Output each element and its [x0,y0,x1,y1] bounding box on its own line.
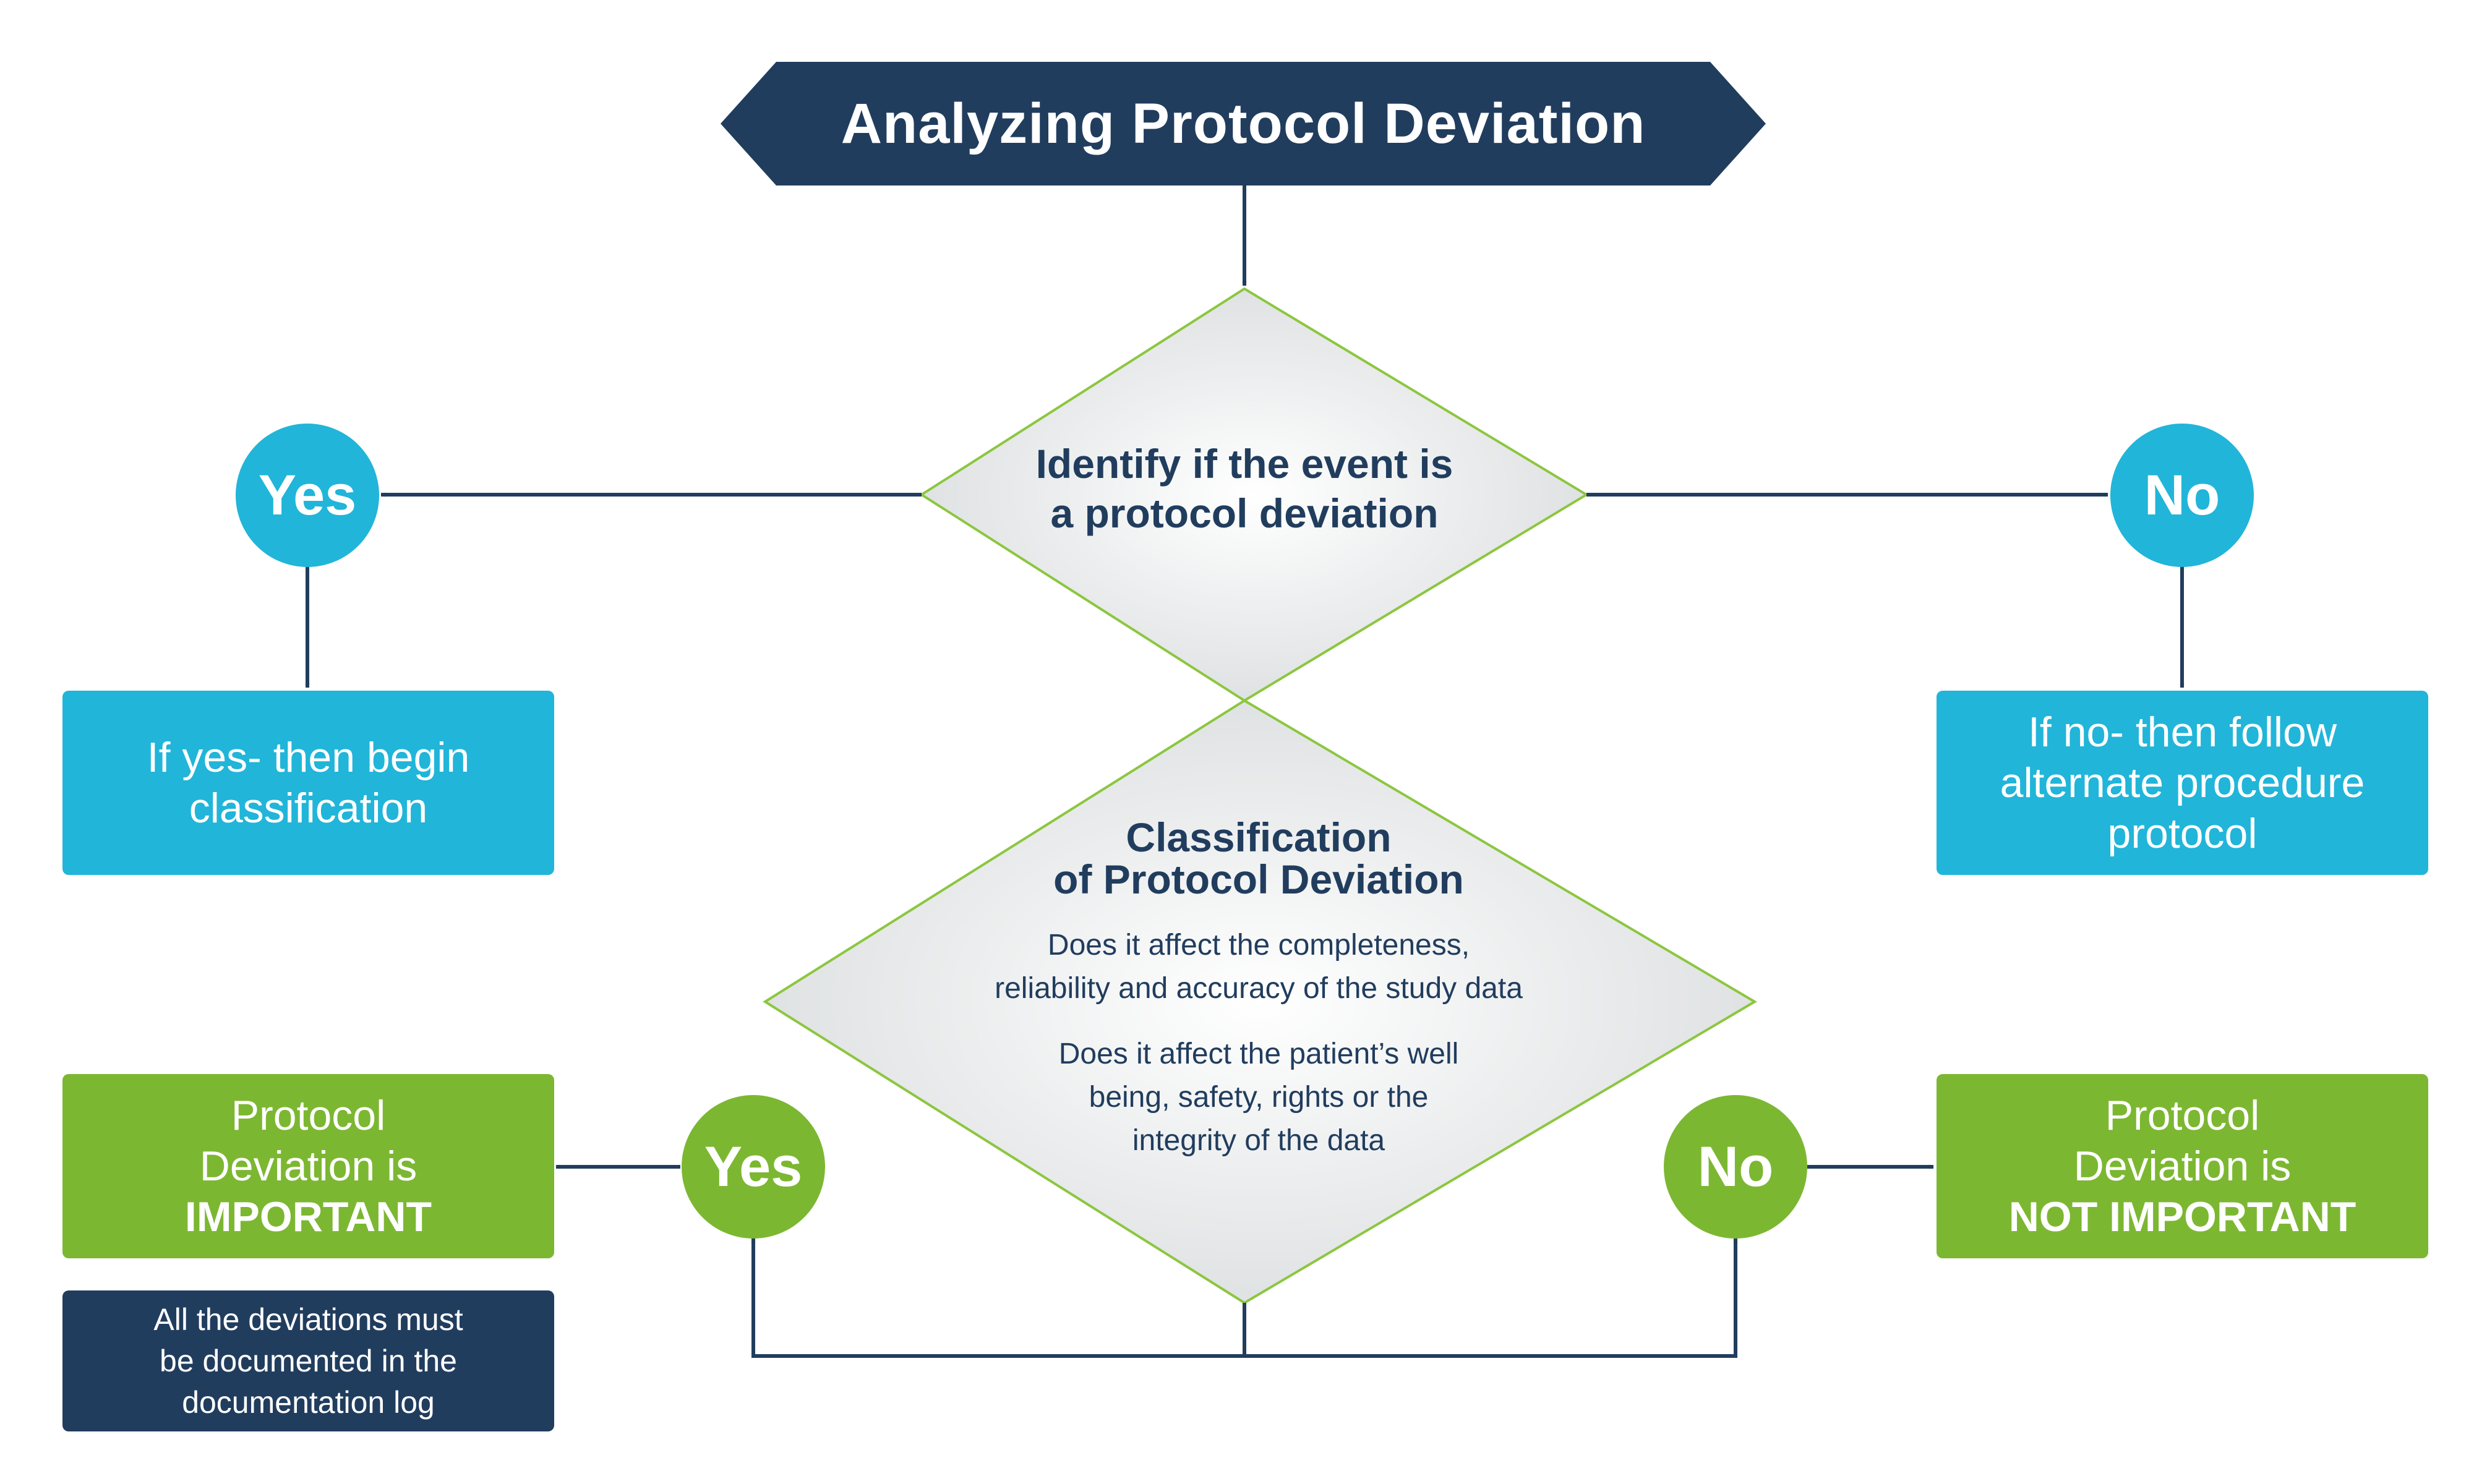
classification-question2-line1: Does it affect the patient’s well [1058,1038,1459,1070]
important-box: Protocol Deviation is IMPORTANT [62,1074,554,1258]
classification-title-line2: of Protocol Deviation [1053,856,1464,902]
begin-classification-line1: If yes- then begin [147,734,470,781]
not-important-line2: Deviation is [2073,1143,2292,1190]
alternate-procedure-box: If no- then follow alternate procedure p… [1937,691,2428,875]
yes-circle-top: Yes [236,424,379,567]
documentation-note-line3: documentation log [182,1384,435,1420]
title-banner [721,62,1766,186]
classification-question2-line2: being, safety, rights or the [1089,1081,1429,1114]
documentation-note-box: All the deviations must be documented in… [62,1290,554,1431]
alternate-procedure-line3: protocol [2107,810,2258,857]
decision-identify-line2: a protocol deviation [1050,490,1439,536]
documentation-note-line1: All the deviations must [153,1302,463,1337]
important-line1: Protocol [231,1092,386,1139]
yes-circle-bottom: Yes [682,1095,825,1239]
no-circle-top: No [2110,424,2254,567]
decision-identify-text: Identify if the event is a protocol devi… [965,433,1524,544]
page-title: Analyzing Protocol Deviation [841,92,1646,155]
not-important-line3: NOT IMPORTANT [2008,1193,2356,1240]
classification-title-line1: Classification [1126,814,1392,860]
alternate-procedure-line1: If no- then follow [2028,709,2337,756]
not-important-box: Protocol Deviation is NOT IMPORTANT [1937,1074,2428,1258]
important-line3: IMPORTANT [184,1193,432,1240]
classification-question1-line2: reliability and accuracy of the study da… [995,972,1523,1005]
important-line2: Deviation is [199,1143,417,1190]
decision-classification-text: Classification of Protocol Deviation Doe… [928,816,1590,1169]
classification-question1-line1: Does it affect the completeness, [1047,929,1470,962]
decision-identify-line1: Identify if the event is [1035,441,1453,487]
begin-classification-line2: classification [189,785,428,832]
not-important-line1: Protocol [2105,1092,2260,1139]
documentation-note-line2: be documented in the [160,1343,457,1378]
begin-classification-box: If yes- then begin classification [62,691,554,875]
classification-question2-line3: integrity of the data [1132,1124,1385,1157]
alternate-procedure-line2: alternate procedure [2000,759,2365,806]
no-circle-bottom: No [1664,1095,1807,1239]
